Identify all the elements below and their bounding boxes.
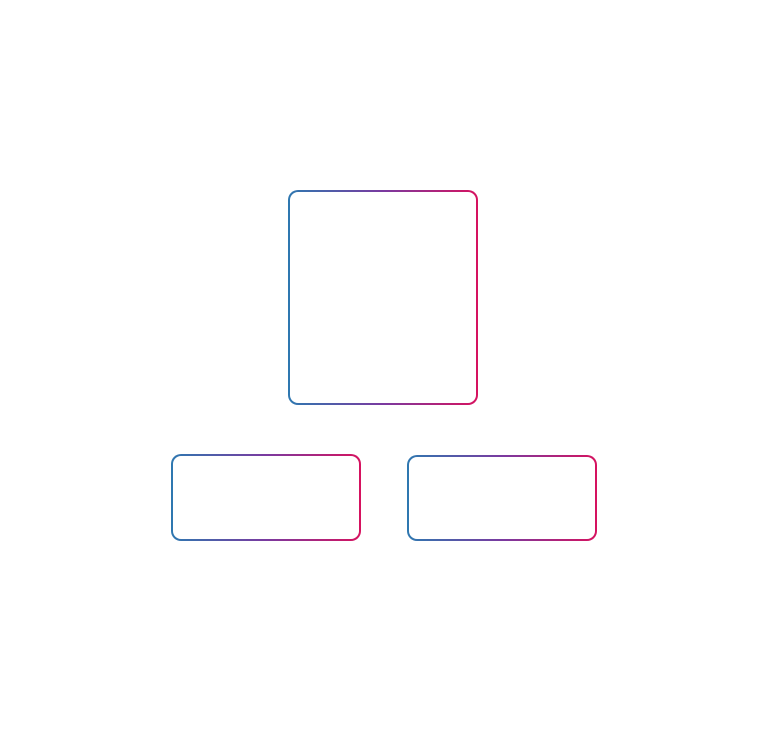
diagram-node-bottom-right-body	[409, 457, 595, 539]
diagram-node-bottom-left	[171, 454, 361, 541]
diagram-node-bottom-right	[407, 455, 597, 541]
diagram-node-bottom-left-body	[173, 456, 359, 539]
diagram-node-top	[288, 190, 478, 405]
diagram-node-top-body	[290, 192, 476, 403]
